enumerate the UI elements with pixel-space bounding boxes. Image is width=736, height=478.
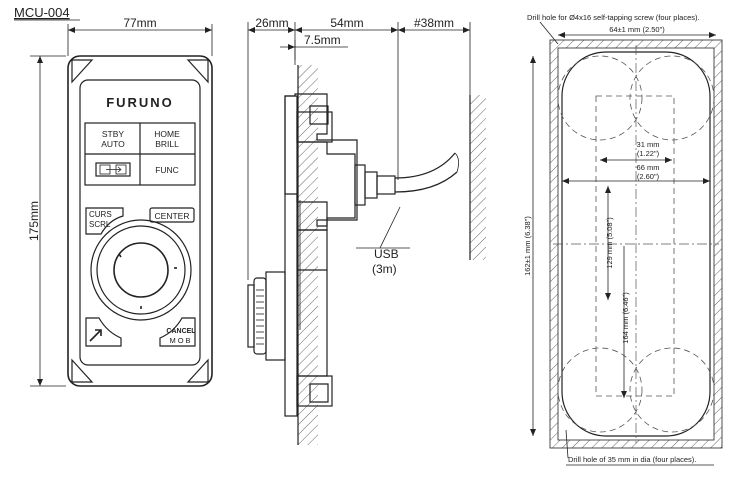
dim-66-inch: (2.60") xyxy=(637,172,660,181)
curs-scrl-button[interactable]: CURS SCRL xyxy=(85,207,124,235)
dim-31-inch: (1.22") xyxy=(637,149,660,158)
func-label: FUNC xyxy=(155,165,179,175)
mob-label: MOB xyxy=(169,336,192,345)
enter-arrow-button[interactable] xyxy=(85,317,122,347)
enter-arrow-icon xyxy=(89,329,102,342)
func-button[interactable]: FUNC xyxy=(142,156,193,183)
stby-auto-button[interactable]: STBY AUTO xyxy=(87,125,138,152)
home-brill-button[interactable]: HOME BRILL xyxy=(142,125,193,152)
cancel-label: CANCEL xyxy=(166,328,196,335)
furuno-logo: FURUNO xyxy=(106,95,174,110)
drill-top-note: Drill hole for Ø4x16 self-tapping screw … xyxy=(527,13,700,22)
mode-switch-button[interactable] xyxy=(95,162,131,177)
home-label: HOME xyxy=(154,129,180,139)
usb-label: USB xyxy=(374,247,399,261)
stby-label: STBY xyxy=(102,129,125,139)
usb-length-label: (3m) xyxy=(372,262,397,276)
curs-label: CURS xyxy=(89,210,112,219)
dim-31-label: 31 mm xyxy=(637,140,660,149)
side-dim-54: 54mm xyxy=(330,16,363,30)
center-label: CENTER xyxy=(155,211,190,221)
side-dim-38: #38mm xyxy=(414,16,454,30)
front-width-label: 77mm xyxy=(123,16,156,30)
display-switch-icon xyxy=(99,164,127,175)
dim-162-label: 162±1 mm (6.38") xyxy=(523,216,532,276)
dim-164-label: 164 mm (6.46") xyxy=(621,292,630,344)
dim-64-label: 64±1 mm (2.50") xyxy=(609,25,665,34)
front-height-label: 175mm xyxy=(27,201,41,241)
cancel-mob-button[interactable]: CANCEL MOB xyxy=(159,317,196,347)
front-view: 77mm 175mm FURUNO STBY AUTO HOME BRILL xyxy=(27,16,213,387)
brill-label: BRILL xyxy=(155,139,179,149)
side-view: 26mm 54mm #38mm 7.5mm xyxy=(247,16,486,445)
scrl-label: SCRL xyxy=(89,220,111,229)
center-button[interactable]: CENTER xyxy=(149,207,195,223)
dim-66-label: 66 mm xyxy=(637,163,660,172)
side-dim-7-5: 7.5mm xyxy=(304,33,341,47)
cutout-template: Drill hole for Ø4x16 self-tapping screw … xyxy=(523,13,723,466)
drill-bottom-note: Drill hole of 35 mm in dia (four places)… xyxy=(568,455,696,464)
side-dim-26: 26mm xyxy=(255,16,288,30)
drawing-title: MCU-004 xyxy=(14,5,70,20)
trackball[interactable] xyxy=(90,219,192,321)
auto-label: AUTO xyxy=(101,139,125,149)
dim-129-label: 129 mm (5.08") xyxy=(605,217,614,269)
